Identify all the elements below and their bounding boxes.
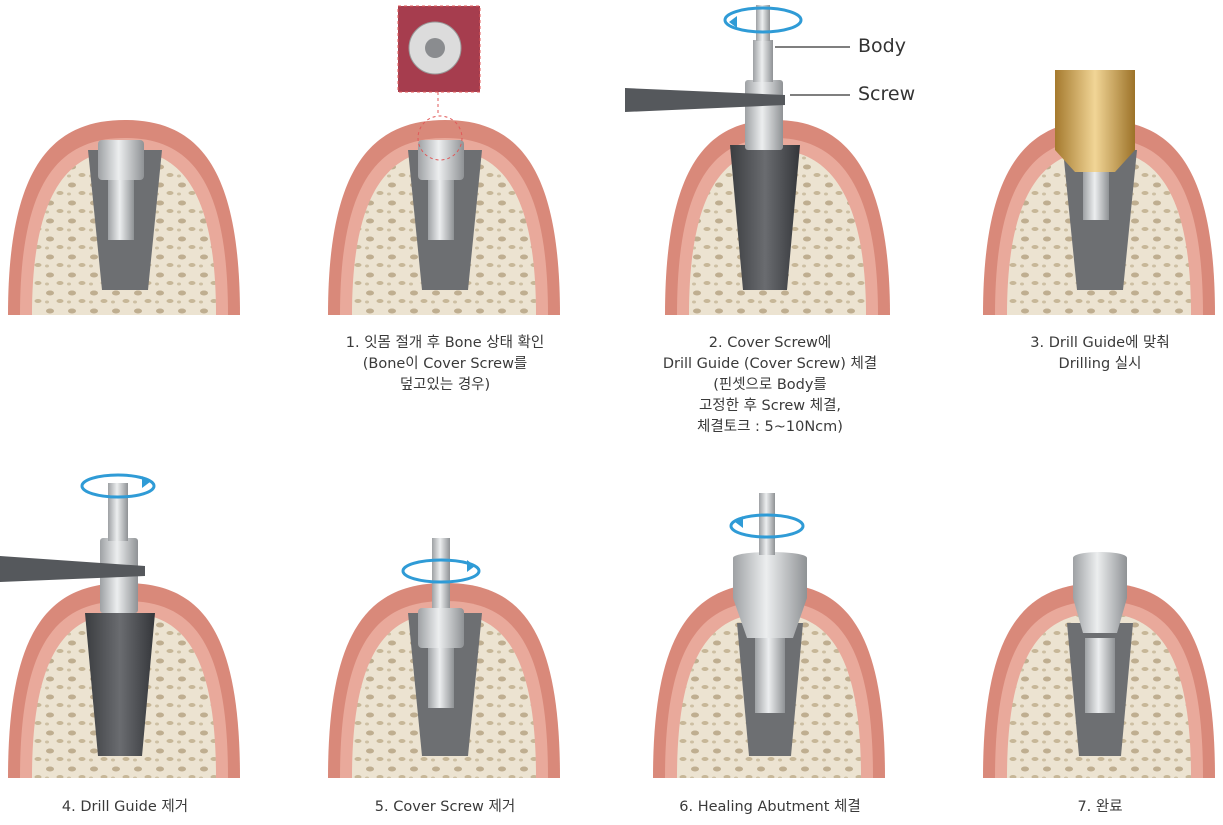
caption-step-1: 1. 잇몸 절개 후 Bone 상태 확인 (Bone이 Cover Screw… xyxy=(295,333,595,396)
step-5-illustration xyxy=(320,458,570,778)
caption-step-6: 6. Healing Abutment 체결 xyxy=(620,797,920,818)
screwdriver xyxy=(432,538,450,608)
step-7-illustration xyxy=(975,458,1223,778)
screwdriver xyxy=(759,493,775,555)
step-4-illustration xyxy=(0,458,250,778)
healing-abutment xyxy=(733,552,807,638)
step-6-illustration xyxy=(645,458,895,778)
callout-screw-label: Screw xyxy=(858,83,915,105)
healing-abutment xyxy=(1073,552,1127,633)
drill-guide-assembly xyxy=(730,5,800,290)
step-1-illustration xyxy=(320,0,570,320)
caption-step-3: 3. Drill Guide에 맞춰 Drilling 실시 xyxy=(950,333,1223,375)
magnified-detail-inset xyxy=(398,6,480,115)
caption-step-4: 4. Drill Guide 제거 xyxy=(0,797,275,818)
drill-bit xyxy=(1055,70,1135,172)
caption-step-5: 5. Cover Screw 제거 xyxy=(295,797,595,818)
step-2-illustration xyxy=(625,0,875,320)
callout-body-label: Body xyxy=(858,35,906,57)
caption-step-2: 2. Cover Screw에 Drill Guide (Cover Screw… xyxy=(620,333,920,438)
drill-guide-assembly xyxy=(85,483,155,756)
step-3-illustration xyxy=(975,0,1223,320)
step-0-illustration xyxy=(0,0,250,320)
caption-step-7: 7. 완료 xyxy=(950,797,1223,818)
